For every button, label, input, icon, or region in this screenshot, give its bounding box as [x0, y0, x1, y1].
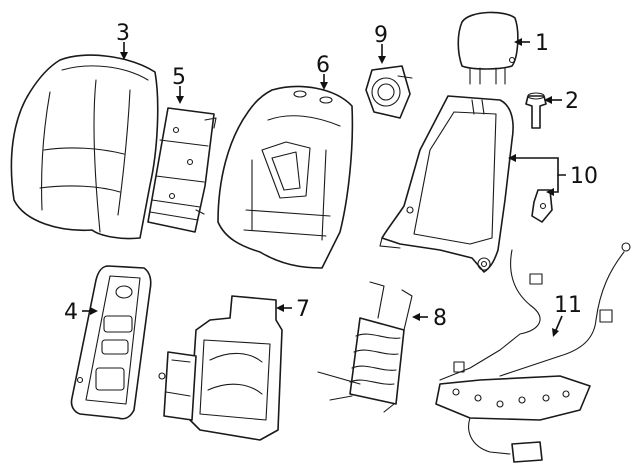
part-10-seat-back-frame[interactable] — [379, 95, 514, 273]
leader-10 — [514, 157, 566, 176]
callout-2: 2 — [565, 89, 579, 114]
part-1-headrest[interactable] — [457, 11, 519, 85]
part-4-switch-panel[interactable] — [70, 265, 152, 420]
callout-1: 1 — [535, 31, 549, 56]
part-7-lumbar-support[interactable] — [158, 295, 283, 441]
callout-9: 9 — [374, 23, 388, 48]
callout-3: 3 — [116, 21, 130, 46]
part-3-seat-back-cover[interactable] — [10, 54, 159, 240]
callout-8: 8 — [433, 306, 447, 331]
part-11-wiring-harness[interactable] — [435, 242, 631, 463]
callout-10: 10 — [570, 164, 598, 189]
part-8-suspension-mat[interactable] — [317, 281, 413, 413]
part-5-heater-mat[interactable] — [147, 107, 217, 233]
part-2-headrest-guide[interactable] — [525, 92, 547, 129]
callout-11: 11 — [554, 293, 582, 318]
part-10-bracket[interactable] — [531, 189, 553, 223]
callout-labels: 1 2 3 4 5 6 7 8 9 10 11 — [64, 21, 598, 331]
part-9-speaker[interactable] — [365, 65, 413, 119]
leader-lines — [82, 38, 566, 337]
callout-5: 5 — [172, 65, 186, 90]
leader-11 — [555, 315, 563, 331]
callout-4: 4 — [64, 300, 78, 325]
part-6-seat-back-pad[interactable] — [217, 85, 354, 269]
callout-6: 6 — [316, 53, 330, 78]
callout-7: 7 — [296, 297, 310, 322]
